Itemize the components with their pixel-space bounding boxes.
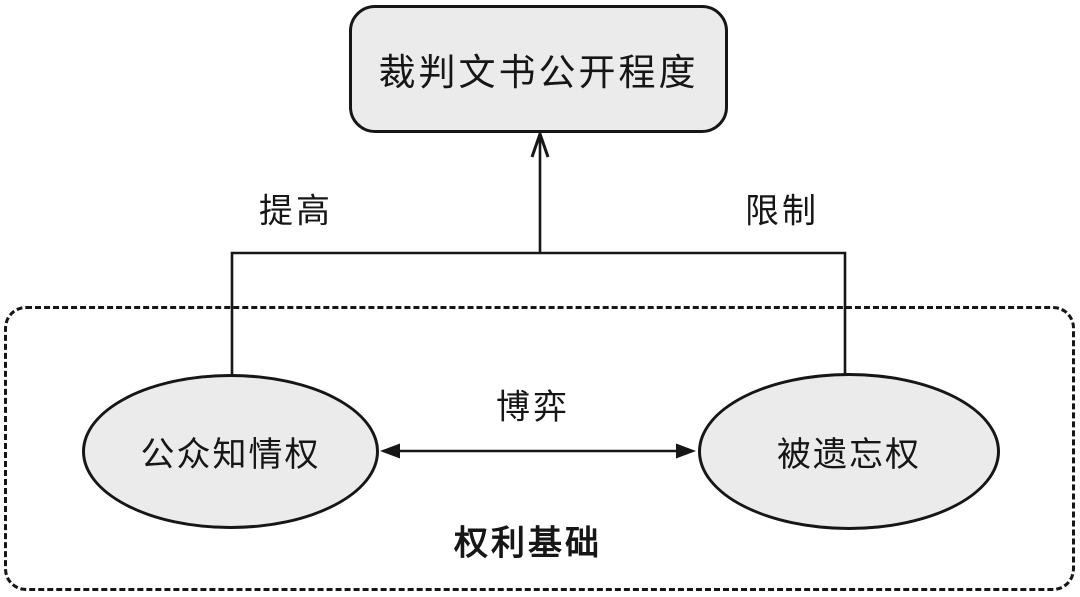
- up-arrowhead-icon: [530, 129, 550, 158]
- node-right-to-be-forgotten-label: 被遗忘权: [777, 435, 921, 475]
- edge-label-game: 博弈: [496, 387, 570, 428]
- rights-group-label: 权利基础: [454, 523, 602, 564]
- node-judgment-disclosure-label: 裁判文书公开程度: [378, 51, 699, 94]
- edge-label-restrict: 限制: [745, 191, 819, 232]
- edge-label-increase: 提高: [259, 191, 333, 232]
- node-right-to-be-forgotten: 被遗忘权: [698, 373, 1000, 530]
- rights-group-box: [4, 306, 1075, 591]
- game-arrowhead-right-icon: [676, 443, 696, 459]
- node-public-right-to-know-label: 公众知情权: [140, 435, 321, 475]
- elbow-connector-line: [230, 251, 847, 376]
- node-judgment-disclosure: 裁判文书公开程度: [349, 5, 728, 133]
- game-arrowhead-left-icon: [380, 443, 400, 459]
- node-public-right-to-know: 公众知情权: [82, 374, 379, 529]
